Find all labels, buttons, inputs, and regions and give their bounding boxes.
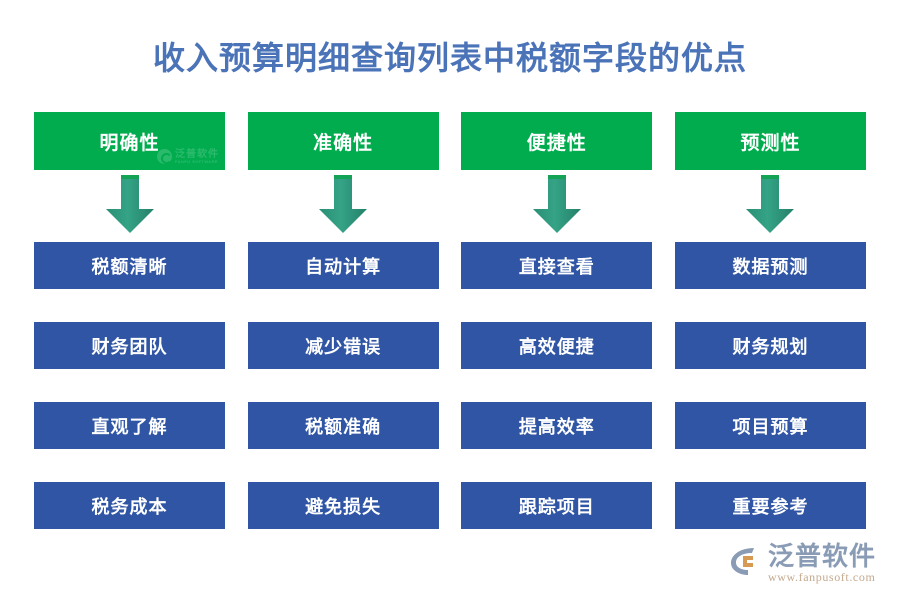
- column-2-header-label: 准确性: [313, 132, 374, 154]
- column-4-item-2-label: 财务规划: [732, 336, 809, 357]
- column-4-item-3[interactable]: 项目预算: [674, 402, 866, 449]
- columns-container: 明确性 泛普软件 FANPU SOFTWARE: [34, 112, 866, 529]
- fanpu-watermark-text: 泛普软件 FANPU SOFTWARE: [175, 148, 219, 164]
- column-1-header-label: 明确性: [99, 132, 160, 154]
- column-2-item-1-label: 自动计算: [305, 256, 382, 277]
- column-1-item-2[interactable]: 财务团队: [34, 322, 225, 369]
- fanpu-watermark-name: 泛普软件: [175, 148, 219, 160]
- column-3-item-2[interactable]: 高效便捷: [461, 322, 653, 369]
- column-3-item-2-label: 高效便捷: [518, 336, 595, 357]
- column-4-item-4-label: 重要参考: [732, 496, 809, 517]
- down-arrow-icon: [746, 175, 795, 233]
- column-2: 准确性 自动计算: [247, 112, 439, 529]
- column-3-item-3[interactable]: 提高效率: [461, 402, 653, 449]
- column-3-header-label: 便捷性: [526, 132, 587, 154]
- brand-url: www.fanpusoft.com: [767, 570, 876, 584]
- column-4-item-3-label: 项目预算: [732, 416, 809, 437]
- column-1-item-2-label: 财务团队: [91, 336, 168, 357]
- column-4: 预测性 数据预测: [674, 112, 866, 529]
- column-1-item-4[interactable]: 税务成本: [34, 482, 225, 529]
- page-title: 收入预算明细查询列表中税额字段的优点: [152, 40, 747, 76]
- column-1-item-3[interactable]: 直观了解: [34, 402, 225, 449]
- column-1-arrow-wrap: [34, 170, 225, 242]
- column-2-item-1[interactable]: 自动计算: [247, 242, 439, 289]
- column-3: 便捷性 直接查看: [461, 112, 653, 529]
- column-2-item-3[interactable]: 税额准确: [247, 402, 439, 449]
- column-3-arrow-wrap: [461, 170, 652, 242]
- column-1-header[interactable]: 明确性 泛普软件 FANPU SOFTWARE: [34, 112, 225, 170]
- column-2-header[interactable]: 准确性: [247, 112, 439, 170]
- brand-name: 泛普软件: [767, 541, 876, 571]
- column-2-item-2-label: 减少错误: [305, 336, 382, 357]
- down-arrow-icon: [319, 175, 368, 233]
- column-3-item-1[interactable]: 直接查看: [461, 242, 653, 289]
- column-1-item-3-label: 直观了解: [91, 416, 168, 437]
- column-2-item-4[interactable]: 避免损失: [247, 482, 439, 529]
- column-4-header[interactable]: 预测性: [674, 112, 866, 170]
- column-3-item-4-label: 跟踪项目: [518, 496, 595, 517]
- column-3-item-4[interactable]: 跟踪项目: [461, 482, 653, 529]
- column-2-item-2[interactable]: 减少错误: [247, 322, 439, 369]
- column-1-item-1[interactable]: 税额清晰: [34, 242, 225, 289]
- fanpu-watermark-url: FANPU SOFTWARE: [175, 158, 218, 164]
- column-4-arrow-wrap: [675, 170, 866, 242]
- column-3-header[interactable]: 便捷性: [461, 112, 653, 170]
- fanpu-logo-icon: [730, 548, 754, 575]
- column-1-item-4-label: 税务成本: [91, 496, 168, 517]
- column-4-item-1[interactable]: 数据预测: [674, 242, 866, 289]
- brand-text: 泛普软件 www.fanpusoft.com: [768, 542, 876, 584]
- column-2-item-3-label: 税额准确: [305, 416, 382, 437]
- column-4-item-1-label: 数据预测: [732, 256, 809, 277]
- column-3-item-1-label: 直接查看: [518, 256, 595, 277]
- column-2-arrow-wrap: [248, 170, 439, 242]
- column-1: 明确性 泛普软件 FANPU SOFTWARE: [34, 112, 225, 529]
- brand-logo: 泛普软件 www.fanpusoft.com: [728, 542, 876, 584]
- column-3-item-3-label: 提高效率: [518, 416, 595, 437]
- column-2-item-4-label: 避免损失: [305, 496, 382, 517]
- column-4-item-4[interactable]: 重要参考: [674, 482, 866, 529]
- column-4-item-2[interactable]: 财务规划: [674, 322, 866, 369]
- down-arrow-icon: [532, 175, 581, 233]
- column-4-header-label: 预测性: [740, 132, 801, 154]
- fanpu-watermark: 泛普软件 FANPU SOFTWARE: [157, 149, 219, 164]
- down-arrow-icon: [105, 175, 154, 233]
- column-1-item-1-label: 税额清晰: [91, 256, 168, 277]
